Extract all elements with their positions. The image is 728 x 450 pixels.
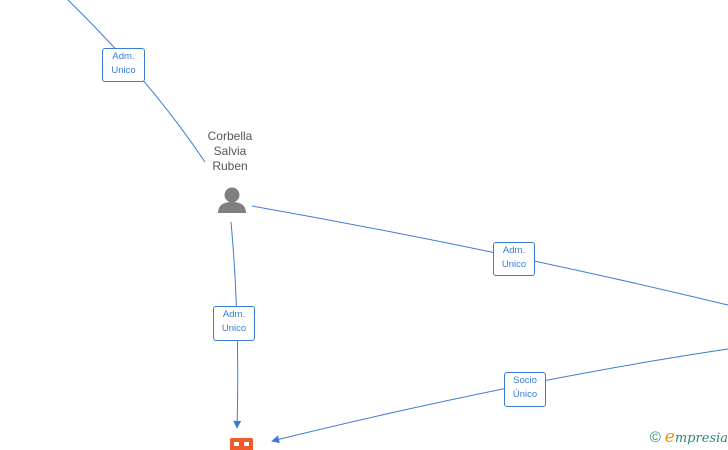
edge-label-adm-unico[interactable]: Adm. Unico <box>102 48 145 82</box>
edge-label-line: Adm. <box>502 245 526 256</box>
edge-label-line: Único <box>512 389 538 400</box>
person-name-line: Ruben <box>212 159 248 173</box>
copyright-icon: © <box>649 428 661 446</box>
edge-label-socio-unico[interactable]: Socio Único <box>504 372 546 407</box>
edge-label-line: Socio <box>513 375 537 386</box>
edge-label-adm-unico[interactable]: Adm. Unico <box>493 242 535 276</box>
edge-label-line: Adm. <box>112 51 135 62</box>
edge-label-line: Unico <box>111 65 136 76</box>
edge-label-adm-unico[interactable]: Adm. Unico <box>213 306 255 341</box>
empresia-watermark: © empresia <box>649 427 728 447</box>
edge-label-line: Unico <box>221 323 247 334</box>
brand-logo: empresia <box>664 427 728 447</box>
person-name-line: Corbella <box>207 129 253 143</box>
edge-line-right-upper <box>251 205 728 306</box>
edge-label-line: Unico <box>501 259 527 270</box>
person-name[interactable]: Corbella Salvia Ruben <box>195 129 265 174</box>
person-name-line: Salvia <box>213 144 247 158</box>
company-icon[interactable] <box>230 438 253 450</box>
edge-label-line: Adm. <box>222 309 246 320</box>
person-icon[interactable] <box>218 187 246 214</box>
